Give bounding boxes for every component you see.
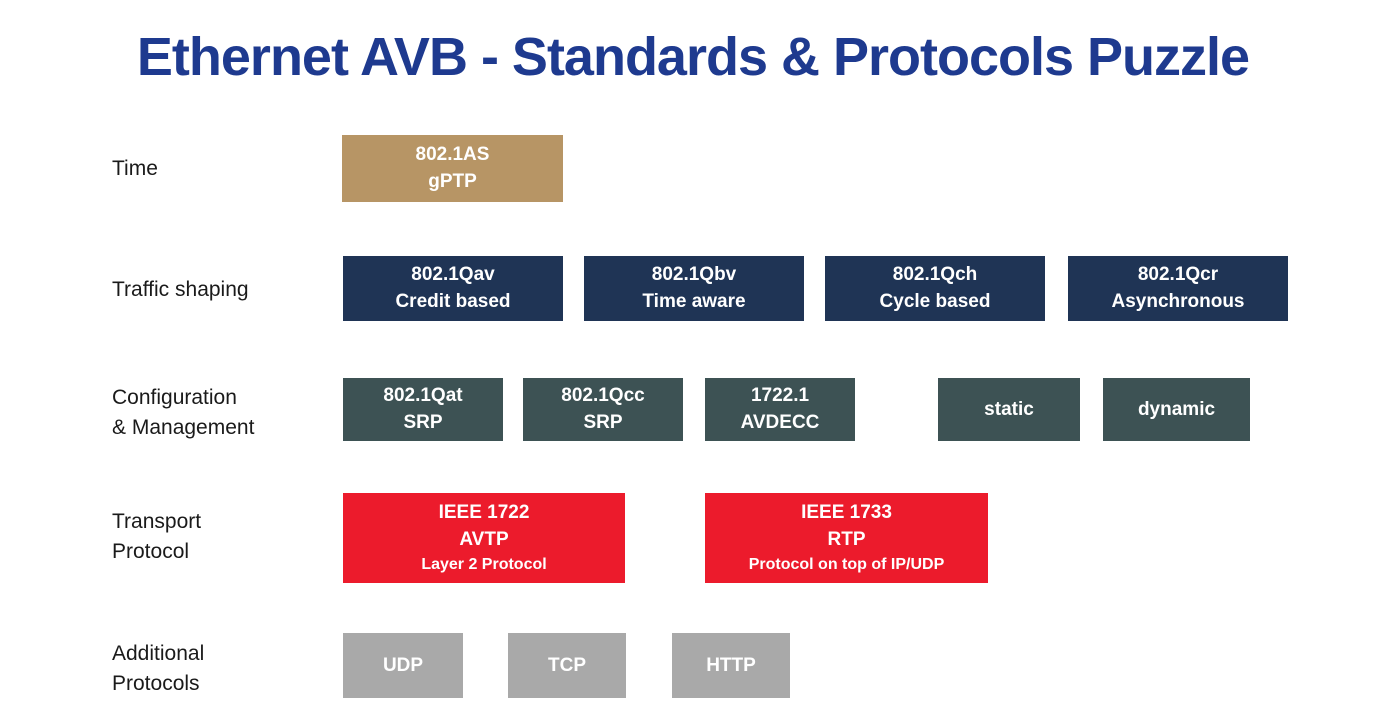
row-label-line: Traffic shaping [112,278,249,301]
box-line: TCP [548,654,586,676]
page-title: Ethernet AVB - Standards & Protocols Puz… [136,27,1250,87]
row-label-line: Transport [112,510,202,533]
box-line: AVDECC [740,412,820,433]
box-line: IEEE 1722 [438,502,530,523]
box-802-1as-gptp: 802.1AS gPTP [342,135,563,202]
box-line: 802.1Qch [892,264,978,285]
box-tcp: TCP [508,633,626,698]
box-subline: Protocol on top of IP/UDP [748,556,945,573]
box-1722-1-avdecc: 1722.1 AVDECC [705,378,855,441]
box-line: gPTP [428,171,477,192]
box-802-1qbv: 802.1Qbv Time aware [584,256,804,321]
row-label-line: Time [112,157,158,180]
box-line: AVTP [459,529,509,550]
box-line: 802.1AS [415,144,490,165]
row-label-line: Additional [112,642,205,665]
row-label-line: & Management [112,416,255,439]
box-line: 1722.1 [750,385,810,406]
box-ieee-1722-avtp: IEEE 1722 AVTP Layer 2 Protocol [343,493,625,583]
box-802-1qcc-srp: 802.1Qcc SRP [523,378,683,441]
row-label-line: Configuration [112,386,237,409]
box-line: HTTP [706,654,756,676]
box-http: HTTP [672,633,790,698]
box-line: RTP [827,529,866,550]
box-line: 802.1Qat [383,385,463,406]
box-line: IEEE 1733 [801,502,892,523]
row-label-line: Protocols [112,672,200,695]
box-802-1qch: 802.1Qch Cycle based [825,256,1045,321]
box-line: Asynchronous [1111,291,1245,312]
row-label-additional-protocols: Additional Protocols [112,639,204,699]
box-line: 802.1Qbv [651,264,737,285]
box-line: dynamic [1137,398,1216,420]
row-label-transport-protocol: Transport Protocol [112,507,201,567]
box-line: 802.1Qcr [1137,264,1219,285]
box-line: static [984,398,1034,420]
box-subline: Layer 2 Protocol [421,556,547,573]
row-label-line: Protocol [112,540,190,563]
box-line: UDP [382,654,424,676]
box-static: static [938,378,1080,441]
row-label-configuration-management: Configuration & Management [112,383,254,443]
box-udp: UDP [343,633,463,698]
row-label-traffic-shaping: Traffic shaping [112,275,249,305]
box-802-1qav: 802.1Qav Credit based [343,256,563,321]
box-line: 802.1Qav [411,264,495,285]
box-ieee-1733-rtp: IEEE 1733 RTP Protocol on top of IP/UDP [705,493,988,583]
box-line: Credit based [395,291,511,312]
box-line: Cycle based [879,291,991,312]
box-dynamic: dynamic [1103,378,1250,441]
row-label-time: Time [112,154,158,184]
box-802-1qat-srp: 802.1Qat SRP [343,378,503,441]
box-802-1qcr: 802.1Qcr Asynchronous [1068,256,1288,321]
box-line: SRP [403,412,443,433]
box-line: 802.1Qcc [561,385,645,406]
box-line: Time aware [642,291,746,312]
box-line: SRP [583,412,623,433]
